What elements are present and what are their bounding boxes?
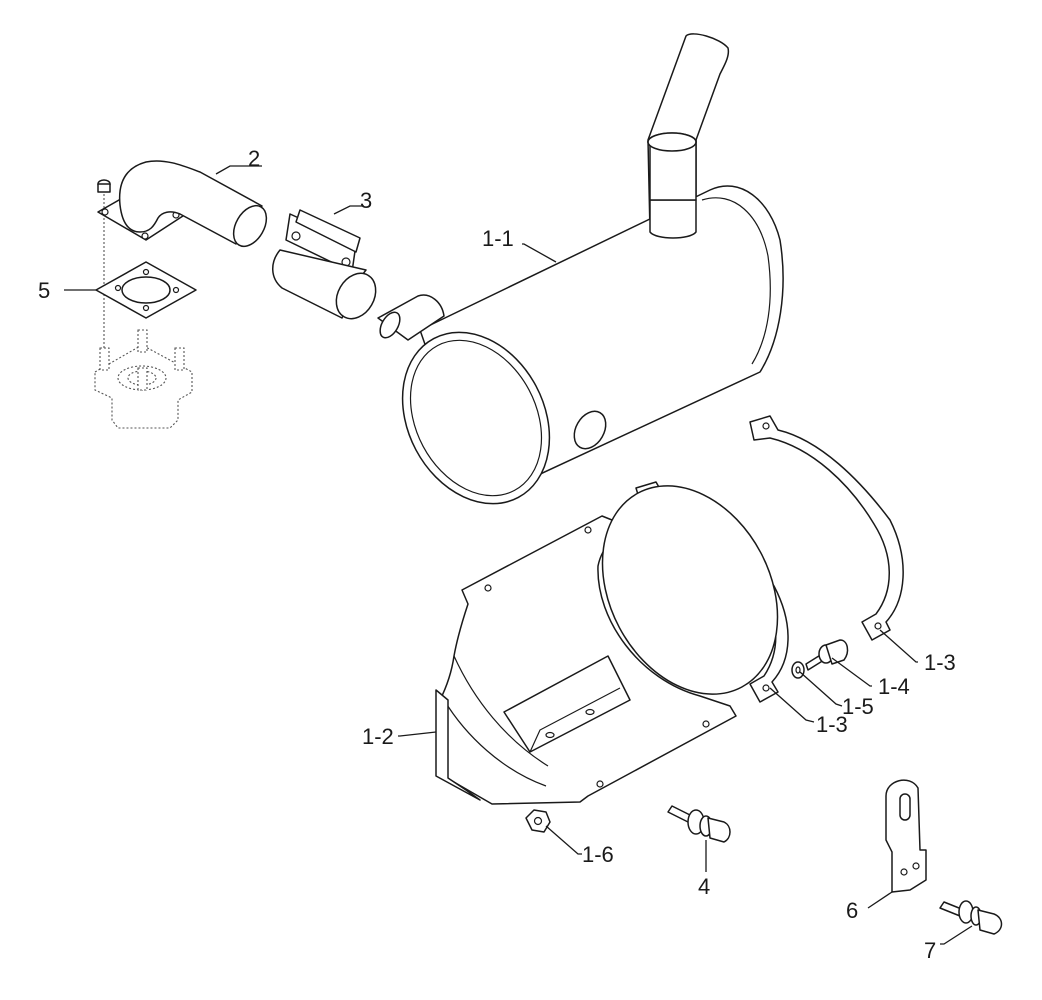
band-part-1-3-rear <box>749 415 904 641</box>
bracket-part-6 <box>885 779 927 893</box>
label-part-7: 7 <box>924 938 936 963</box>
label-part-1-3-front: 1-3 <box>816 712 848 737</box>
label-part-1-4: 1-4 <box>878 674 910 699</box>
muffler-part-1-1 <box>377 33 784 505</box>
engine-exhaust-port <box>94 329 193 429</box>
label-part-6: 6 <box>846 898 858 923</box>
bolt-part-4 <box>667 805 731 843</box>
elbow-pipe-part-2 <box>97 160 268 248</box>
label-part-2: 2 <box>248 146 260 171</box>
label-part-4: 4 <box>698 874 710 899</box>
heat-shield-part-1-2 <box>435 485 779 805</box>
label-part-1-5: 1-5 <box>842 694 874 719</box>
leader-lines <box>64 165 973 945</box>
bolt-part-1-4 <box>805 639 849 671</box>
label-part-5: 5 <box>38 278 50 303</box>
gasket-part-5 <box>95 261 197 319</box>
bolt-part-7 <box>939 900 1003 935</box>
label-part-1-1: 1-1 <box>482 226 514 251</box>
label-part-1-6: 1-6 <box>582 842 614 867</box>
label-part-1-2: 1-2 <box>362 724 394 749</box>
washer-part-1-5 <box>791 661 805 679</box>
label-part-1-3-rear: 1-3 <box>924 650 956 675</box>
label-part-3: 3 <box>360 188 372 213</box>
nut-part-1-6 <box>525 809 551 833</box>
clamp-part-3 <box>272 209 377 320</box>
